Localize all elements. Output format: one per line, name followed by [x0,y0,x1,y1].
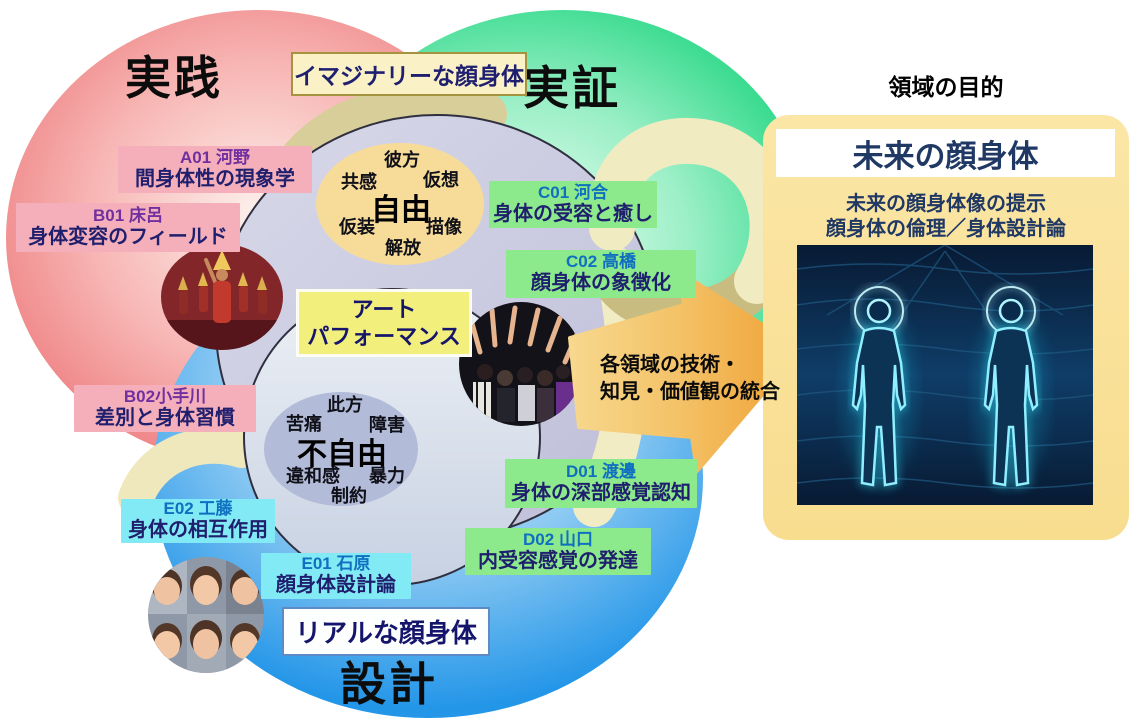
crowd-performance-photo [459,302,583,426]
group-theme: 身体変容のフィールド [28,225,228,248]
unfree-word: 此方 [327,395,363,415]
group-code: C01 河合 [538,182,608,202]
group-code: E02 工藤 [163,499,233,519]
real-face-body-banner: リアルな顔身体 [282,607,490,656]
imaginary-face-body-banner: イマジナリーな顔身体 [291,52,527,96]
free-word: 共感 [341,172,377,192]
free-word: 解放 [385,238,421,258]
group-theme: 内受容感覚の発達 [478,549,638,572]
unfree-center-word: 不自由 [297,438,387,471]
group-code: E01 石原 [301,554,371,574]
goal-line2: 顔身体の倫理／身体設計論 [826,218,1066,240]
group-box-b01: B01 床呂 身体変容のフィールド [16,203,240,252]
integration-caption: 各領域の技術・ 知見・価値観の統合 [600,352,780,406]
free-word: 仮想 [423,170,459,190]
region-title-evidence: 実証 [523,62,621,114]
group-code: D01 渡邊 [566,461,636,481]
group-theme: 身体の深部感覚認知 [511,481,691,504]
integration-caption-line2: 知見・価値観の統合 [600,381,780,403]
group-box-e01: E01 石原 顔身体設計論 [261,553,411,599]
free-word: 彼方 [384,150,420,170]
group-box-d02: D02 山口 内受容感覚の発達 [465,528,651,575]
unfree-word: 苦痛 [286,414,322,434]
art-line: アート [351,296,417,322]
performance-line: パフォーマンス [307,324,461,349]
unfree-ellipse [264,392,418,506]
group-box-e02: E02 工藤 身体の相互作用 [121,499,275,543]
integration-arrow [568,270,803,473]
group-box-c02: C02 高橋 顔身体の象徴化 [506,250,696,298]
integration-caption-line1: 各領域の技術・ [600,354,740,376]
group-theme: 間身体性の現象学 [135,167,295,190]
goal-title: 未来の顔身体 [776,129,1115,177]
region-title-design: 設計 [340,658,438,710]
group-box-a01: A01 河野 間身体性の現象学 [118,146,312,193]
future-body-image [796,244,1094,505]
goal-panel: 未来の顔身体 未来の顔身体像の提示 顔身体の倫理／身体設計論 [763,115,1129,540]
energy-wave-lines [796,244,1094,489]
group-code: C02 高橋 [566,252,636,272]
free-ellipse [316,143,484,265]
group-theme: 身体の受容と癒し [493,202,653,225]
group-box-d01: D01 渡邊 身体の深部感覚認知 [505,459,697,508]
free-word: 仮装 [339,217,375,237]
group-code: B02小手川 [123,386,207,406]
glowing-human-figures [843,285,1047,490]
group-theme: 顔身体の象徴化 [531,272,671,295]
group-theme: 身体の相互作用 [128,519,268,542]
group-box-c01: C01 河合 身体の受容と癒し [489,181,657,228]
goal-line1: 未来の顔身体像の提示 [846,193,1046,215]
unfree-word: 違和感 [286,466,340,486]
free-center-word: 自由 [371,194,431,227]
group-theme: 差別と身体習慣 [95,406,235,429]
unfree-word: 制約 [331,486,367,506]
group-code: A01 河野 [180,147,250,167]
group-code: B01 床呂 [93,205,163,225]
dance-performance-photo [161,244,283,350]
art-performance-box: アート パフォーマンス [296,289,472,357]
group-box-b02: B02小手川 差別と身体習慣 [74,385,256,432]
unfree-word: 暴力 [369,466,405,486]
baby-faces-photo [148,557,264,673]
group-theme: 顔身体設計論 [276,574,396,597]
group-code: D02 山口 [523,529,593,549]
unfree-word: 障害 [369,415,405,435]
goal-heading: 領域の目的 [888,74,1004,100]
free-word: 描像 [426,217,462,237]
region-title-practice: 実践 [125,52,223,104]
